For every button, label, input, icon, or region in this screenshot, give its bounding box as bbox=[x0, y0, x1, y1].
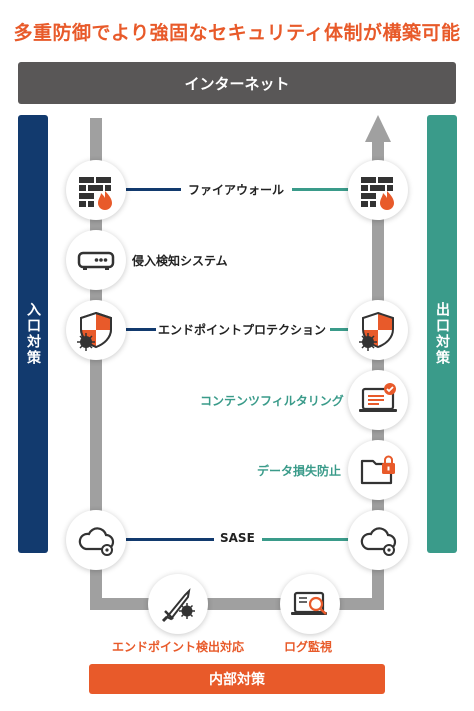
sase-outbound-node bbox=[348, 510, 408, 570]
firewall-icon bbox=[79, 177, 112, 210]
router-icon bbox=[77, 251, 115, 270]
firewall-outbound-connector bbox=[292, 188, 350, 191]
log-monitoring-label: ログ監視 bbox=[284, 640, 333, 654]
outbound-measures-bar: 出口対策 bbox=[427, 115, 457, 553]
log-monitoring-node bbox=[280, 574, 340, 634]
edr-node bbox=[148, 574, 208, 634]
shield-virus-icon bbox=[77, 311, 112, 351]
firewall-outbound-node bbox=[348, 160, 408, 220]
endpoint-protection-inbound-node bbox=[66, 300, 126, 360]
laptop-search-icon bbox=[291, 591, 327, 615]
internet-bar: インターネット bbox=[18, 62, 456, 104]
edr-label: エンドポイント検出対応 bbox=[112, 640, 245, 654]
firewall-label: ファイアウォール bbox=[188, 183, 285, 197]
firewall-inbound-connector bbox=[126, 188, 181, 191]
folder-lock-icon bbox=[360, 455, 395, 485]
endpoint-inbound-connector bbox=[126, 328, 156, 331]
sase-outbound-connector bbox=[262, 538, 350, 541]
dlp-label: データ損失防止 bbox=[257, 464, 342, 478]
firewall-inbound-node bbox=[66, 160, 126, 220]
sase-inbound-node bbox=[66, 510, 126, 570]
laptop-filter-icon bbox=[359, 383, 397, 412]
cloud-gear-icon bbox=[78, 527, 115, 556]
endpoint-protection-label: エンドポイントプロテクション bbox=[158, 323, 327, 337]
endpoint-outbound-connector bbox=[330, 328, 350, 331]
cloud-gear-icon bbox=[360, 527, 397, 556]
dlp-node bbox=[348, 440, 408, 500]
ids-node bbox=[66, 230, 126, 290]
page-title: 多重防御でより強固なセキュリティ体制が構築可能 bbox=[13, 22, 461, 44]
internal-measures-bar: 内部対策 bbox=[89, 664, 385, 694]
firewall-icon bbox=[361, 177, 394, 210]
up-arrow-icon bbox=[365, 115, 391, 142]
sase-inbound-connector bbox=[126, 538, 214, 541]
endpoint-protection-outbound-node bbox=[348, 300, 408, 360]
shield-virus-icon bbox=[359, 311, 394, 351]
sase-label: SASE bbox=[220, 531, 255, 545]
sword-virus-icon bbox=[161, 588, 195, 623]
ids-label: 侵入検知システム bbox=[132, 254, 228, 268]
inbound-measures-bar: 入口対策 bbox=[18, 115, 48, 553]
content-filtering-label: コンテンツフィルタリング bbox=[200, 394, 344, 408]
content-filtering-node bbox=[348, 370, 408, 430]
